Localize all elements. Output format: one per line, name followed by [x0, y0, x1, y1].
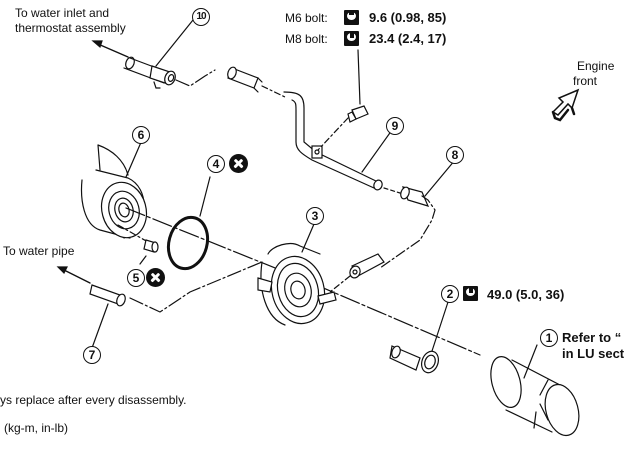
centerline: [175, 69, 216, 87]
part1-note-line2: in LU sect: [562, 346, 625, 361]
part-9-water-pipe: [283, 91, 393, 191]
hose-fitting-lower: [329, 253, 385, 293]
part-4-o-ring: [166, 215, 210, 271]
callout-1: 1: [540, 329, 558, 347]
part-10-hose-fitting: [123, 19, 194, 89]
replace-x-icon: [229, 154, 248, 173]
part-2-connector: [389, 301, 449, 374]
callout-7: 7: [83, 346, 101, 364]
torque-wrench-icon: [463, 286, 478, 301]
hose-segment: [227, 66, 286, 98]
centerline-7: [129, 261, 263, 313]
callout-2: 2: [441, 285, 459, 303]
label-water-inlet-line1: To water inlet and: [15, 6, 110, 20]
callout-8: 8: [446, 146, 464, 164]
arrow-to-water-pipe: [56, 266, 91, 284]
label-water-inlet-line2: thermostat assembly: [15, 21, 126, 35]
torque-wrench-icon: [344, 10, 359, 25]
part-3-oil-cooler: [257, 223, 337, 326]
label-engine-front-line1: Engine: [577, 59, 615, 73]
callout-6: 6: [132, 126, 150, 144]
callout-4: 4: [207, 155, 225, 173]
m6-bolt: [317, 49, 369, 151]
part1-note-line1: Refer to “: [562, 330, 622, 345]
callout-5: 5: [127, 269, 145, 287]
torque-m8-value: 23.4 (2.4, 17): [369, 31, 447, 46]
torque-m8-bolt-label: M8 bolt:: [285, 32, 328, 46]
torque-part2-value: 49.0 (5.0, 36): [487, 287, 565, 302]
callout-10: 10: [192, 8, 210, 26]
torque-wrench-icon: [344, 31, 359, 46]
part-1-oil-filter: [490, 344, 580, 437]
torque-m6-value: 9.6 (0.98, 85): [369, 10, 447, 25]
part-6-housing: [80, 139, 148, 239]
note-units: (kg-m, in-lb): [4, 421, 69, 435]
replace-x-icon: [146, 268, 165, 287]
part-8-hose-fitting: [379, 159, 456, 269]
part-7-hose-fitting: [89, 284, 126, 349]
torque-m6-bolt-label: M6 bolt:: [285, 11, 328, 25]
part-5-pin: [139, 239, 159, 265]
pin-axis: [117, 224, 149, 243]
label-engine-front-line2: front: [573, 74, 598, 88]
engine-front-arrow-icon: [551, 88, 580, 122]
label-water-pipe: To water pipe: [3, 244, 75, 258]
callout-3: 3: [306, 207, 324, 225]
note-replace: ys replace after every disassembly.: [0, 393, 187, 407]
callout-9: 9: [386, 117, 404, 135]
arrow-to-water-inlet: [91, 40, 129, 58]
